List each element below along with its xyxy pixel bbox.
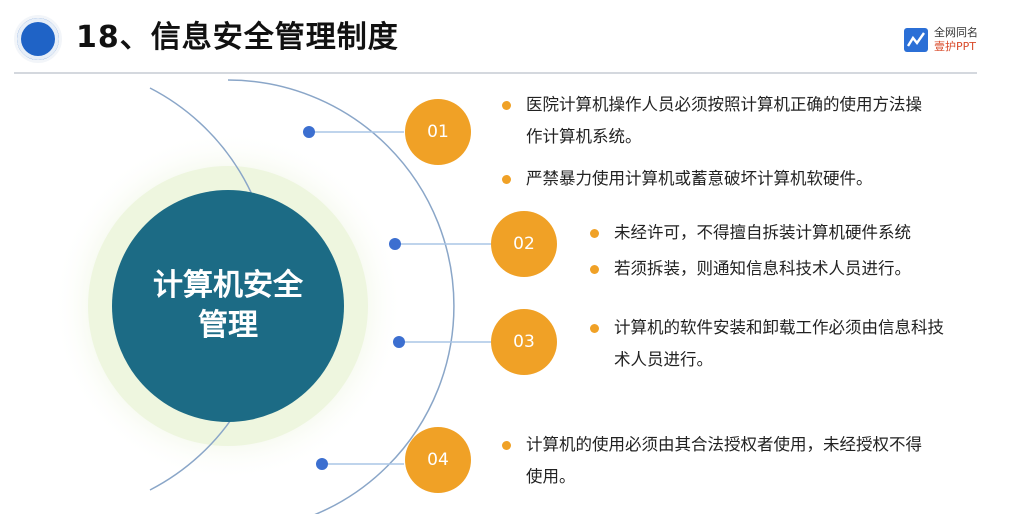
center-label: 计算机安全管理 [153,268,303,343]
page-title: 18、信息安全管理制度 [76,20,399,55]
bullet-dot-icon [502,175,511,184]
bullet-line: 严禁暴力使用计算机或蓄意破坏计算机软硬件。 [526,169,873,188]
bullet-item: 计算机的使用必须由其合法授权者使用，未经授权不得 使用。 [498,429,922,493]
bullet-item: 医院计算机操作人员必须按照计算机正确的使用方法操 作计算机系统。 [498,89,922,153]
bullet-line: 作计算机系统。 [526,127,642,146]
item-03-text: 计算机的软件安装和卸载工作必须由信息科技 术人员进行。 [586,312,944,376]
bullet-item: 严禁暴力使用计算机或蓄意破坏计算机软硬件。 [498,163,922,195]
bullet-item: 计算机的软件安装和卸载工作必须由信息科技 术人员进行。 [586,312,944,376]
center-circle: 计算机安全管理 [112,190,344,422]
number-badge-03: 03 [491,309,557,375]
number-badge-04: 04 [405,427,471,493]
bullet-item: 未经许可，不得擅自拆装计算机硬件系统 [586,217,911,249]
bullet-dot-icon [502,441,511,450]
item-04-text: 计算机的使用必须由其合法授权者使用，未经授权不得 使用。 [498,429,922,493]
bullet-line: 若须拆装，则通知信息科技术人员进行。 [614,259,911,278]
title-divider [14,72,977,74]
logo-mark-icon [904,28,928,52]
bullet-line: 使用。 [526,467,576,486]
number-badge-01: 01 [405,99,471,165]
node-02 [389,238,401,250]
node-04 [316,458,328,470]
bullet-dot-icon [590,229,599,238]
node-03 [393,336,405,348]
bullet-dot-icon [590,324,599,333]
bullet-line: 计算机的软件安装和卸载工作必须由信息科技 [614,318,944,337]
bullet-dot-icon [590,265,599,274]
bullet-line: 医院计算机操作人员必须按照计算机正确的使用方法操 [526,95,922,114]
bullet-line: 未经许可，不得擅自拆装计算机硬件系统 [614,223,911,242]
number-badge-02: 02 [491,211,557,277]
item-01-text: 医院计算机操作人员必须按照计算机正确的使用方法操 作计算机系统。 严禁暴力使用计… [498,89,922,195]
bullet-line: 计算机的使用必须由其合法授权者使用，未经授权不得 [526,435,922,454]
title-dot-icon [14,15,62,63]
logo-line-2: 壹护PPT [934,40,976,53]
bullet-item: 若须拆装，则通知信息科技术人员进行。 [586,253,911,285]
bullet-line: 术人员进行。 [614,350,713,369]
logo-line-1: 全网同名 [934,26,978,39]
arc-line-main [227,79,455,514]
bullet-dot-icon [502,101,511,110]
item-02-text: 未经许可，不得擅自拆装计算机硬件系统 若须拆装，则通知信息科技术人员进行。 [586,217,911,285]
node-01 [303,126,315,138]
brand-logo: 全网同名 壹护PPT [902,26,1012,56]
